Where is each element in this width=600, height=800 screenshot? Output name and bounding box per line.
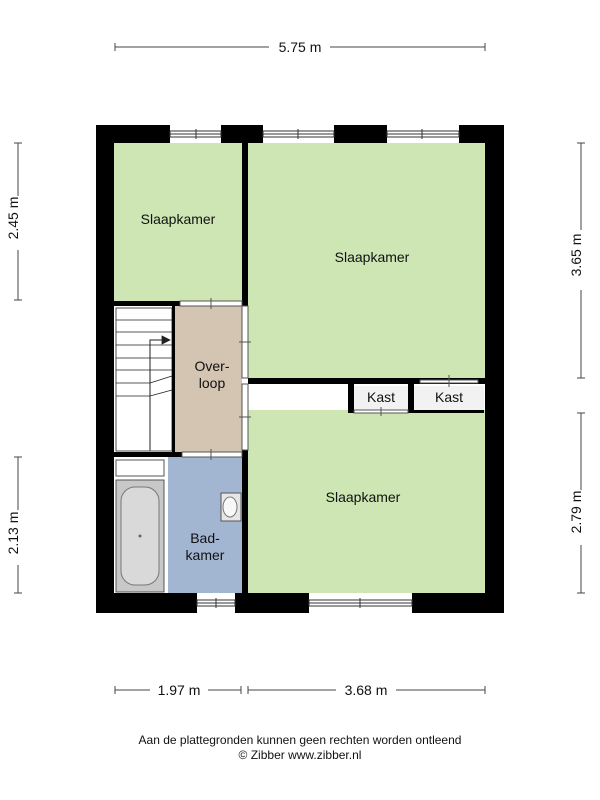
room-closet-right — [414, 386, 484, 410]
footer-disclaimer: Aan de plattegronden kunnen geen rechten… — [138, 733, 462, 747]
footer-copyright: © Zibber www.zibber.nl — [238, 748, 362, 762]
room-stairwell — [114, 306, 174, 453]
label-closet-left: Kast — [367, 389, 395, 405]
room-bedroom-top-right — [248, 143, 485, 378]
dim-right-lower: 2.79 m — [568, 491, 584, 534]
label-landing-line1: Over- — [195, 358, 230, 374]
room-bathroom — [168, 457, 242, 593]
dim-bottom-left: 1.97 m — [158, 682, 201, 698]
dim-left-upper: 2.45 m — [5, 197, 21, 240]
bathroom-shelf — [115, 459, 165, 477]
staircase — [115, 307, 173, 452]
windows — [169, 129, 460, 608]
dim-right-upper: 3.65 m — [568, 234, 584, 277]
dim-left-lower: 2.13 m — [5, 512, 21, 555]
label-closet-right: Kast — [435, 389, 463, 405]
sink — [220, 492, 242, 522]
dim-top-width: 5.75 m — [279, 39, 322, 55]
room-bedroom-top-left — [114, 143, 242, 301]
dim-bottom-right: 3.68 m — [345, 682, 388, 698]
label-bedroom-top-left: Slaapkamer — [141, 211, 216, 227]
bathtub — [115, 479, 165, 593]
dimension-lines — [14, 43, 585, 694]
room-labels: Slaapkamer Slaapkamer Slaapkamer Over- l… — [141, 211, 463, 563]
room-landing — [174, 306, 242, 453]
label-bedroom-bottom-right: Slaapkamer — [326, 489, 401, 505]
label-bathroom-line2: kamer — [186, 547, 225, 563]
room-bedroom-bottom-right — [248, 410, 485, 593]
label-bathroom-line1: Bad- — [190, 530, 220, 546]
doors — [179, 298, 479, 460]
label-bedroom-top-right: Slaapkamer — [335, 249, 410, 265]
label-landing-line2: loop — [199, 375, 226, 391]
room-closet-left — [354, 386, 408, 410]
dimension-labels: 5.75 m 2.45 m 2.13 m 3.65 m 2.79 m 1.97 … — [5, 39, 584, 698]
